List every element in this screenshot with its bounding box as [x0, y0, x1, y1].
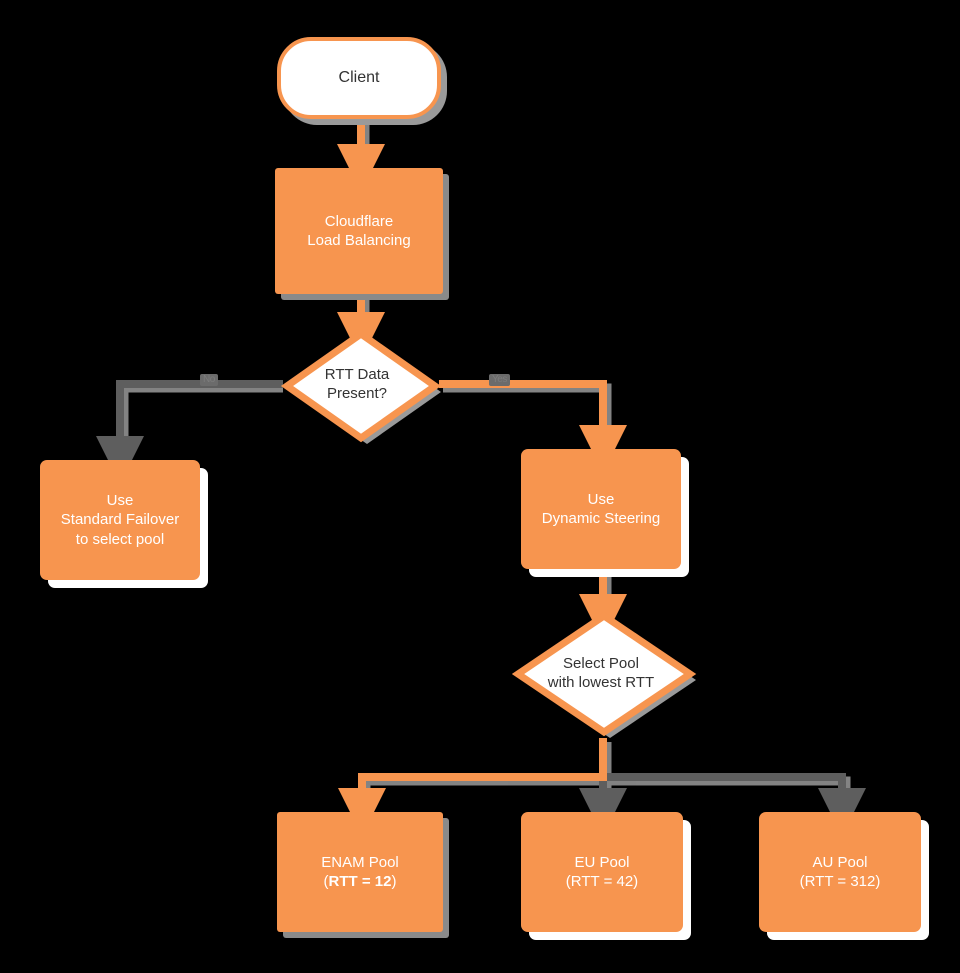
- node-enam-pool[interactable]: ENAM Pool (RTT = 12): [277, 812, 443, 932]
- node-au-pool-label: AU Pool (RTT = 312): [800, 853, 881, 891]
- node-au-pool[interactable]: AU Pool (RTT = 312): [759, 812, 921, 932]
- node-au-pool-line1: AU Pool: [812, 853, 868, 871]
- node-select-pool[interactable]: Select Pool with lowest RTT: [512, 612, 698, 742]
- node-dynamic-steering-line1: Use: [587, 490, 615, 508]
- node-eu-pool-line1: EU Pool: [574, 853, 630, 871]
- node-dynamic-steering-line2: Dynamic Steering: [541, 510, 661, 527]
- edge-decision-no: [96, 380, 283, 484]
- node-load-balancing-line1: Cloudflare: [324, 212, 394, 230]
- edge-select-enam: [338, 738, 607, 836]
- node-load-balancing-label: Cloudflare Load Balancing: [307, 212, 410, 250]
- node-dynamic-steering[interactable]: Use Dynamic Steering: [521, 449, 681, 569]
- node-standard-failover[interactable]: Use Standard Failover to select pool: [40, 460, 200, 580]
- edge-select-au: [603, 773, 866, 836]
- edge-shadow-au: [607, 776, 851, 816]
- node-enam-pool-line1: ENAM Pool: [321, 853, 399, 871]
- edge-shadow-no: [119, 383, 283, 463]
- node-rtt-decision[interactable]: RTT Data Present?: [279, 330, 443, 446]
- edge-label-no: No: [200, 374, 218, 386]
- node-enam-pool-rtt: RTT = 12: [328, 873, 392, 890]
- node-dynamic-steering-label: Use Dynamic Steering: [542, 490, 660, 528]
- edge-shadow-yes: [443, 383, 612, 453]
- node-eu-pool-label: EU Pool (RTT = 42): [566, 853, 638, 891]
- node-client[interactable]: Client: [277, 37, 441, 119]
- node-enam-pool-paren-close: ): [391, 873, 397, 890]
- node-standard-failover-line2: Standard Failover: [60, 511, 180, 529]
- node-standard-failover-line3: to select pool: [75, 530, 165, 548]
- node-standard-failover-label: Use Standard Failover to select pool: [61, 491, 179, 549]
- rtt-decision-shape: [280, 330, 442, 444]
- node-eu-pool[interactable]: EU Pool (RTT = 42): [521, 812, 683, 932]
- node-enam-pool-paren-open: (: [323, 873, 329, 890]
- node-client-label: Client: [338, 68, 380, 86]
- node-eu-pool-line2: (RTT = 42): [565, 873, 639, 890]
- node-enam-pool-label: ENAM Pool (RTT = 12): [321, 853, 399, 891]
- node-au-pool-line2: (RTT = 312): [799, 873, 881, 890]
- node-standard-failover-line1: Use: [106, 492, 134, 510]
- select-pool-shape: [512, 612, 697, 738]
- node-load-balancing-line2: Load Balancing: [307, 232, 411, 249]
- edge-decision-yes: [439, 380, 627, 473]
- edge-label-yes: Yes: [489, 374, 510, 386]
- node-load-balancing[interactable]: Cloudflare Load Balancing: [275, 168, 443, 294]
- node-enam-pool-line2: (RTT = 12): [321, 872, 399, 891]
